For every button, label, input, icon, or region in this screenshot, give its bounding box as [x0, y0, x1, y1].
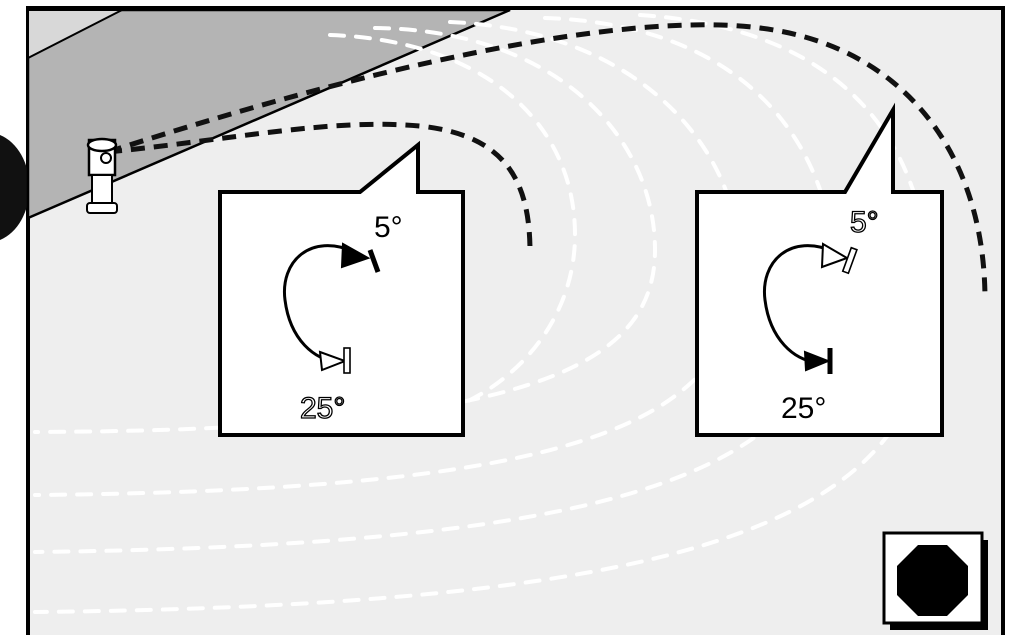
- start-arrow-head: [340, 242, 371, 269]
- spray-arc-5: [33, 13, 933, 614]
- start-arrow-head: [820, 242, 850, 269]
- spray-arc-1: [328, 33, 578, 422]
- start-angle-label: 5°: [850, 206, 879, 239]
- start-stop-marker: [841, 246, 858, 275]
- end-angle-label: 25°: [781, 392, 826, 425]
- right-callout: 5° 25°: [695, 102, 944, 437]
- end-angle-label: 25°: [300, 392, 345, 425]
- rotation-arc: [762, 244, 836, 364]
- left-callout: 5° 25°: [218, 140, 465, 437]
- house-wall: [26, 8, 511, 220]
- left-edge-circle: [0, 135, 30, 240]
- end-stop-marker: [343, 347, 351, 374]
- spray-arc-3: [33, 20, 743, 497]
- end-arrow-head: [318, 350, 348, 372]
- start-angle-label: 5°: [374, 211, 403, 244]
- range-lines: [107, 22, 988, 301]
- stop-octagon-icon: [882, 531, 988, 630]
- end-arrow-head: [803, 350, 831, 372]
- house-roof-edge: [27, 9, 123, 60]
- right-callout-box: [695, 102, 944, 437]
- start-stop-marker: [367, 249, 381, 273]
- short-range-line: [107, 121, 533, 253]
- pop-up-sprinkler-icon: [86, 137, 118, 214]
- left-callout-box: [218, 140, 465, 437]
- rotation-arc: [282, 244, 356, 364]
